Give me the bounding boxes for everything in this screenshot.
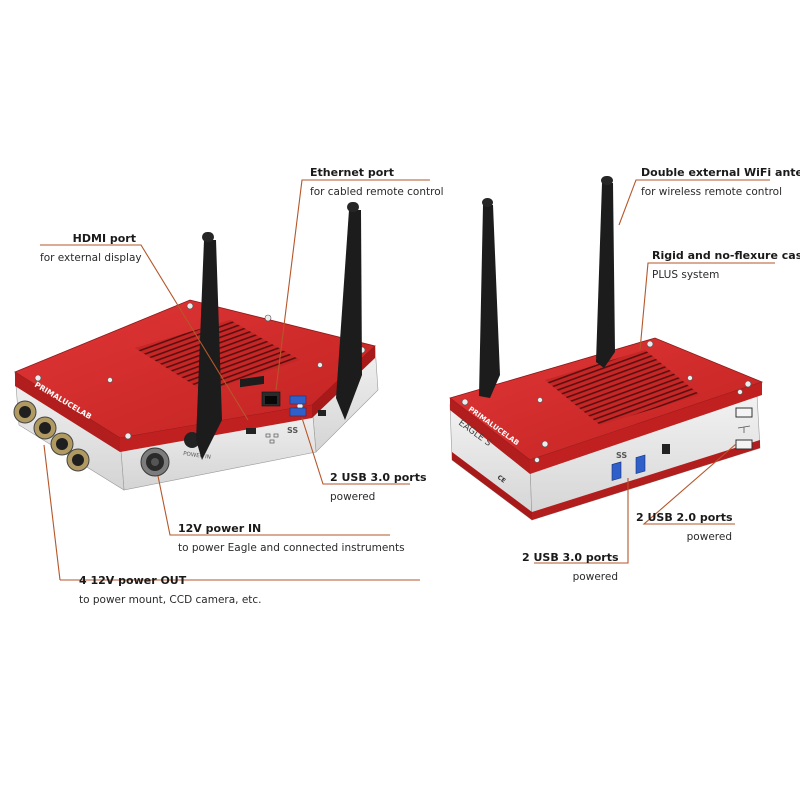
right-case-rim-bottom-left — [452, 452, 532, 520]
right-usb3-port-a — [611, 461, 622, 481]
left-small-port-a — [246, 428, 256, 434]
leader-usb3-right — [534, 478, 629, 564]
callout-power-out: 4 12V power OUT to power mount, CCD came… — [79, 574, 262, 607]
callout-usb3-right-title: 2 USB 3.0 ports — [522, 551, 619, 564]
callout-usb3-left: 2 USB 3.0 ports powered — [330, 471, 427, 504]
right-case-rim-bottom-front — [532, 440, 760, 520]
right-usb3-port-b — [635, 454, 646, 475]
wifi-antenna-icon — [196, 202, 362, 460]
right-ce-mark: CE — [496, 474, 507, 485]
left-hdmi-port — [240, 375, 264, 388]
right-ss-logo: SS — [616, 451, 627, 460]
callout-wifi-desc: for wireless remote control — [641, 186, 782, 198]
left-small-port-b — [318, 410, 326, 416]
leader-power-in — [157, 475, 390, 536]
callout-case-title: Rigid and no-flexure case — [652, 249, 800, 262]
callout-case: Rigid and no-flexure case PLUS system — [652, 249, 800, 282]
leader-wifi — [618, 179, 770, 226]
callout-usb3-right-desc: powered — [572, 571, 618, 583]
callout-wifi: Double external WiFi antenna for wireles… — [641, 166, 800, 199]
right-screws — [461, 340, 752, 463]
left-antenna-base-a — [184, 432, 200, 448]
callout-wifi-title: Double external WiFi antenna — [641, 166, 800, 179]
left-power-out-connectors — [13, 400, 90, 472]
callout-ethernet: Ethernet port for cabled remote control — [310, 166, 444, 199]
callout-hdmi: HDMI port for external display — [40, 232, 142, 265]
usb2-icon — [737, 425, 751, 433]
callout-usb2: 2 USB 2.0 ports powered — [636, 511, 733, 544]
leader-lines — [40, 179, 775, 581]
callout-case-desc: PLUS system — [652, 269, 720, 281]
callout-power-in: 12V power IN to power Eagle and connecte… — [178, 522, 405, 555]
callout-usb2-desc: powered — [686, 531, 732, 543]
left-ss-logo: SS — [287, 426, 298, 435]
leader-usb3-left — [301, 417, 410, 485]
callout-power-in-desc: to power Eagle and connected instruments — [178, 542, 405, 554]
right-vent-grille — [545, 350, 700, 425]
leader-ethernet — [275, 179, 430, 391]
callout-hdmi-title: HDMI port — [72, 232, 136, 245]
right-usb2-port-bottom — [735, 439, 753, 450]
callout-power-out-desc: to power mount, CCD camera, etc. — [79, 594, 262, 606]
left-power-in-label: POWER IN — [183, 451, 211, 461]
right-device: PRIMALUCELAB EAGLE S CE SS — [449, 176, 764, 521]
leader-case — [639, 262, 775, 351]
leader-usb2 — [642, 443, 737, 525]
right-case-rim-front — [530, 382, 762, 474]
leader-power-out — [43, 444, 61, 581]
right-case-rim-left — [450, 398, 530, 474]
callout-ethernet-title: Ethernet port — [310, 166, 394, 179]
right-wifi-antenna-icon — [479, 176, 615, 398]
right-usb2-port-top — [735, 407, 753, 418]
callout-hdmi-desc: for external display — [40, 252, 142, 264]
callout-usb3-left-desc: powered — [330, 491, 376, 503]
right-audio-jack — [662, 444, 670, 454]
left-case-rim-left — [15, 372, 120, 452]
callout-usb3-right: 2 USB 3.0 ports powered — [522, 551, 619, 584]
left-power-in-connector — [140, 447, 170, 477]
callout-power-out-title: 4 12V power OUT — [79, 574, 187, 587]
left-ethernet-inner — [265, 396, 277, 404]
ethernet-icon — [265, 433, 279, 444]
leader-hdmi — [40, 244, 249, 421]
left-device: PRIMALUCELAB SS POWER IN — [13, 202, 379, 491]
left-usb3-port-top — [289, 395, 307, 405]
callout-usb3-left-title: 2 USB 3.0 ports — [330, 471, 427, 484]
left-usb3-port-bottom — [289, 407, 307, 417]
callout-ethernet-desc: for cabled remote control — [310, 186, 444, 198]
callout-power-in-title: 12V power IN — [178, 522, 262, 535]
callout-usb2-title: 2 USB 2.0 ports — [636, 511, 733, 524]
